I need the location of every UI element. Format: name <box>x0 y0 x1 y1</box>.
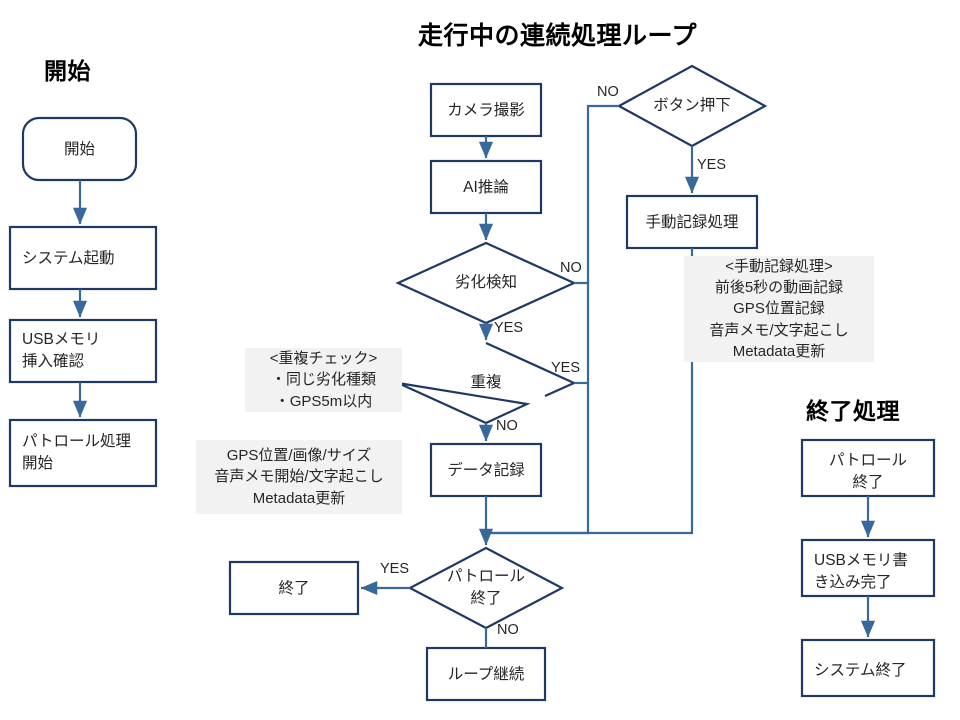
node-system-shutdown[interactable] <box>802 640 934 696</box>
section-title-end: 終了処理 <box>806 398 900 424</box>
section-title-start: 開始 <box>44 58 91 84</box>
note-duplicate-check: <重複チェック> ・同じ劣化種類 ・GPS5m以内 <box>245 348 402 412</box>
node-degradation-detect[interactable] <box>398 243 574 323</box>
edge-label-degradation-yes: YES <box>494 320 524 336</box>
note-manual-record: <手動記録処理> 前後5秒の動画記録 GPS位置記録 音声メモ/文字起こし Me… <box>684 256 874 362</box>
node-duplicate-check[interactable] <box>398 343 574 423</box>
node-ai-inference[interactable] <box>431 161 541 213</box>
node-camera-capture[interactable] <box>431 84 541 136</box>
edge-label-degradation-no: NO <box>560 260 582 276</box>
note-data-record: GPS位置/画像/サイズ 音声メモ開始/文字起こし Metadata更新 <box>196 440 402 514</box>
node-start[interactable] <box>23 118 136 180</box>
edge-label-patrol-no: NO <box>497 622 519 638</box>
shape-data-record[interactable] <box>429 442 543 498</box>
connector-button-no-to-bus <box>586 104 619 283</box>
node-manual-record[interactable] <box>627 196 757 248</box>
node-patrol-end-decision[interactable] <box>410 548 562 628</box>
shape-usb-write-done[interactable] <box>800 538 936 598</box>
node-loop-continue[interactable] <box>427 648 545 700</box>
edge-label-duplicate-yes: YES <box>551 360 581 376</box>
node-usb-check[interactable] <box>10 320 156 382</box>
node-button-press[interactable] <box>619 66 765 146</box>
edge-label-duplicate-no: NO <box>496 418 518 434</box>
shape-finish[interactable] <box>228 560 360 616</box>
edge-label-button-yes: YES <box>697 157 727 173</box>
node-system-boot[interactable] <box>10 227 156 289</box>
node-patrol-start[interactable] <box>10 420 156 486</box>
node-patrol-finish[interactable] <box>802 440 934 496</box>
shape-system-boot[interactable] <box>8 225 158 291</box>
shape-system-shutdown[interactable] <box>800 638 936 698</box>
node-data-record[interactable] <box>431 444 541 496</box>
section-title-loop: 走行中の連続処理ループ <box>418 22 698 50</box>
edge-label-button-no: NO <box>597 84 619 100</box>
edge-label-patrol-yes: YES <box>380 561 410 577</box>
shape-patrol-finish[interactable] <box>800 438 936 498</box>
shape-patrol-start[interactable] <box>8 418 158 488</box>
node-usb-write-done[interactable] <box>802 540 934 596</box>
node-finish[interactable] <box>230 562 358 614</box>
shape-usb-check[interactable] <box>8 318 158 384</box>
shape-manual-record[interactable] <box>625 194 759 250</box>
